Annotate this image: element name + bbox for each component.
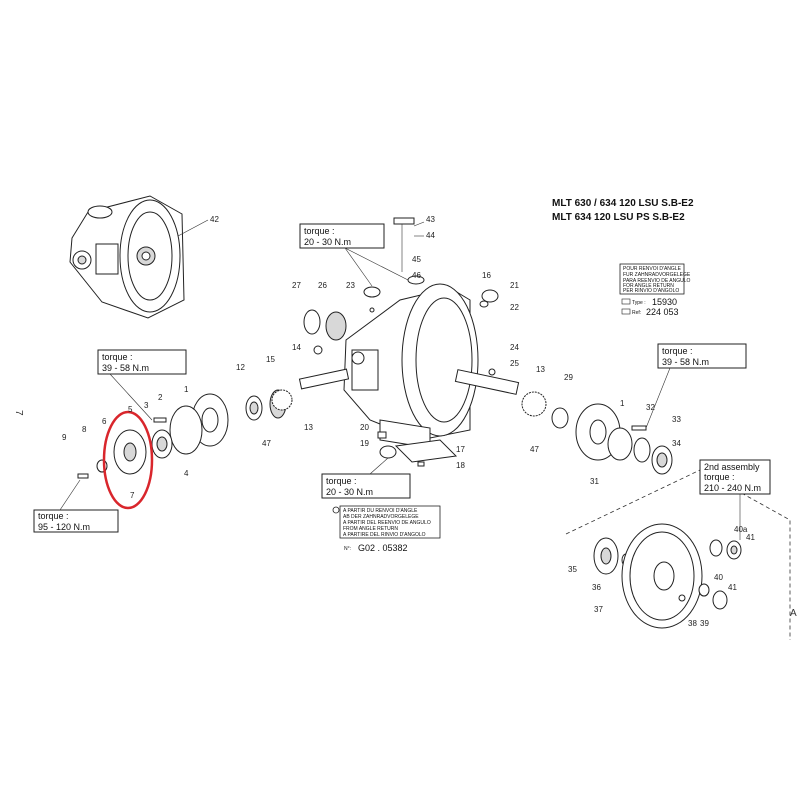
part-label-47b: 47 (530, 445, 539, 454)
part-label-23: 23 (346, 281, 355, 290)
part-label-32: 32 (646, 403, 655, 412)
title-line-1: MLT 630 / 634 120 LSU S.B-E2 (552, 198, 694, 209)
torque-box-right-value: 39 - 58 N.m (662, 357, 709, 367)
torque-box-bottom-center-value: 20 - 30 N.m (326, 487, 373, 497)
svg-text:G02 . 05382: G02 . 05382 (358, 543, 408, 553)
part-label-15: 15 (266, 355, 275, 364)
part-label-4: 4 (184, 469, 189, 478)
svg-text:224 053: 224 053 (646, 307, 679, 317)
part-label-12: 12 (236, 363, 245, 372)
part-label-24: 24 (510, 343, 519, 352)
highlight-circle (102, 410, 154, 510)
part-label-35: 35 (568, 565, 577, 574)
part-label-5: 5 (128, 405, 133, 414)
part-label-46: 46 (412, 271, 421, 280)
side-mark-left: 7 (13, 410, 24, 416)
svg-text:POUR RENVOI D'ANGLE: POUR RENVOI D'ANGLE (623, 266, 682, 272)
part-label-44: 44 (426, 231, 435, 240)
svg-text:A PARTIR DEL REENVIO DE ANGULO: A PARTIR DEL REENVIO DE ANGULO (343, 520, 431, 526)
part-label-9: 9 (62, 433, 67, 442)
svg-text:FROM ANGLE RETURN: FROM ANGLE RETURN (343, 526, 398, 532)
part-label-19: 19 (360, 439, 369, 448)
upper-small-parts (303, 217, 499, 376)
part-label-34: 34 (672, 439, 681, 448)
part-label-1b: 1 (620, 399, 625, 408)
title-line-2: MLT 634 120 LSU PS S.B-E2 (552, 212, 685, 223)
part-label-8: 8 (82, 425, 87, 434)
part-label-14: 14 (292, 343, 301, 352)
torque-box-second-line2: torque : (704, 472, 735, 482)
part-label-47a: 47 (262, 439, 271, 448)
flywheel-assembly (593, 523, 742, 629)
part-label-3: 3 (144, 401, 149, 410)
torque-box-left-value: 39 - 58 N.m (102, 363, 149, 373)
torque-box-right-label: torque : (662, 346, 693, 356)
part-label-6: 6 (102, 417, 107, 426)
svg-text:Type :: Type : (632, 300, 646, 306)
part-label-26: 26 (318, 281, 327, 290)
part-label-17: 17 (456, 445, 465, 454)
part-label-25: 25 (510, 359, 519, 368)
torque-box-second-value: 210 - 240 N.m (704, 483, 761, 493)
part-label-13a: 13 (304, 423, 313, 432)
torque-box-bottom-left-value: 95 - 120 N.m (38, 522, 90, 532)
torque-box-left (97, 349, 187, 375)
svg-text:PER RINVIO D'ANGOLO: PER RINVIO D'ANGOLO (623, 288, 679, 294)
part-label-2: 2 (158, 393, 163, 402)
torque-box-second-assembly (699, 459, 771, 495)
svg-text:FUR ZAHNRADVORGELEGE: FUR ZAHNRADVORGELEGE (623, 272, 691, 278)
svg-text:15930: 15930 (652, 297, 677, 307)
svg-text:A PARTIR DU RENVOI D'ANGLE: A PARTIR DU RENVOI D'ANGLE (343, 508, 418, 514)
part-label-33: 33 (672, 415, 681, 424)
part-label-38: 38 (688, 619, 697, 628)
part-label-29: 29 (564, 373, 573, 382)
part-label-37: 37 (594, 605, 603, 614)
part-label-7: 7 (130, 491, 135, 500)
part-label-36: 36 (592, 583, 601, 592)
part-label-16: 16 (482, 271, 491, 280)
part-label-40: 40 (714, 573, 723, 582)
part-label-39: 39 (700, 619, 709, 628)
assembled-housing-view (69, 195, 185, 319)
torque-box-top-label: torque : (304, 226, 335, 236)
part-label-27: 27 (292, 281, 301, 290)
part-label-41a: 41 (746, 533, 755, 542)
torque-box-left-label: torque : (102, 352, 133, 362)
svg-text:PARA REENVIO DE ANGULO: PARA REENVIO DE ANGULO (623, 278, 691, 284)
torque-box-second-line1: 2nd assembly (704, 462, 760, 472)
svg-text:N°:: N°: (344, 546, 351, 552)
part-label-18: 18 (456, 461, 465, 470)
part-label-42: 42 (210, 215, 219, 224)
part-label-45: 45 (412, 255, 421, 264)
part-label-40a: 40a (734, 525, 748, 534)
part-label-43: 43 (426, 215, 435, 224)
central-housing (343, 283, 479, 449)
part-label-31: 31 (590, 477, 599, 486)
part-label-22: 22 (510, 303, 519, 312)
right-shaft-assembly (454, 369, 673, 475)
svg-text:Ref:: Ref: (632, 310, 641, 316)
angle-return-note: POUR RENVOI D'ANGLE FUR ZAHNRADVORGELEGE… (619, 263, 691, 317)
part-label-20: 20 (360, 423, 369, 432)
svg-text:A PARTIRE DEL RINVIO D'ANGOLO: A PARTIRE DEL RINVIO D'ANGOLO (343, 532, 426, 538)
part-label-21: 21 (510, 281, 519, 290)
torque-box-right (657, 343, 747, 369)
part-label-13b: 13 (536, 365, 545, 374)
torque-box-bottom-left-label: torque : (38, 511, 69, 521)
side-mark-right: A (790, 608, 797, 619)
lower-center-parts (377, 431, 458, 467)
torque-box-top-value: 20 - 30 N.m (304, 237, 351, 247)
part-label-41b: 41 (728, 583, 737, 592)
from-angle-note: A PARTIR DU RENVOI D'ANGLE AB DER ZAHNRA… (332, 505, 441, 553)
torque-box-bottom-center-label: torque : (326, 476, 357, 486)
torque-box-bottom-left (33, 509, 119, 533)
torque-box-bottom-center (321, 473, 411, 499)
svg-text:AB DER ZAHNRADVORGELEGE: AB DER ZAHNRADVORGELEGE (343, 514, 419, 520)
part-label-1a: 1 (184, 385, 189, 394)
torque-box-top (299, 223, 385, 249)
svg-text:FOR ANGLE RETURN: FOR ANGLE RETURN (623, 283, 674, 289)
